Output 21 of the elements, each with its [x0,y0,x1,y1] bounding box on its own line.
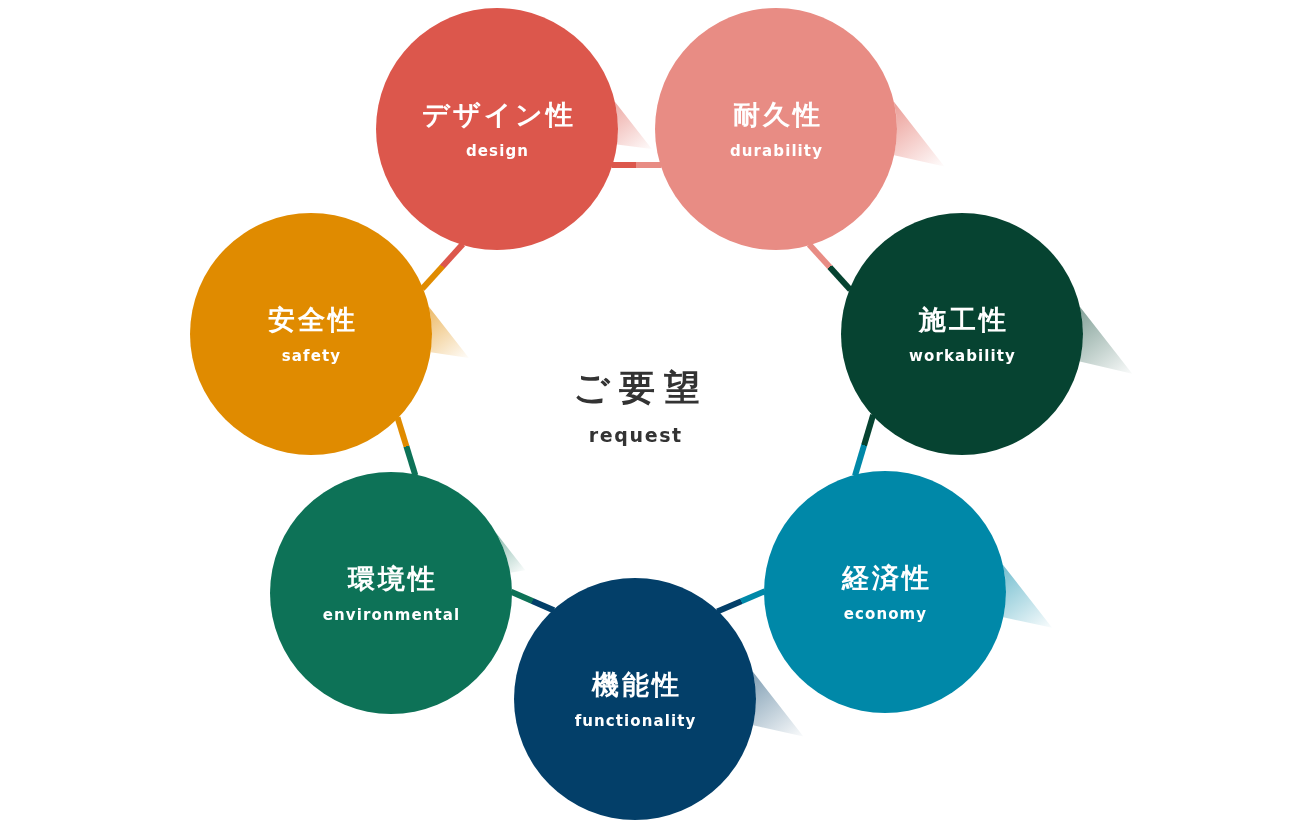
circle-title: 機能性 [590,668,682,702]
circle-title: 耐久性 [731,98,823,132]
connector-line [611,162,662,168]
circle-title: 経済性 [840,561,932,595]
circle-subtitle: safety [280,347,342,365]
center-subtitle: request [587,424,683,446]
circle-subtitle: environmental [321,606,461,624]
circle-title: デザイン性 [420,98,576,132]
center-title: ご要望 [571,365,709,410]
circle-subtitle: design [465,142,529,160]
circle-subtitle: workability [908,347,1016,365]
connector-line [852,414,877,477]
connector-line [806,242,853,292]
connector-line [394,416,419,477]
circle-title: 施工性 [917,303,1009,337]
circle-subtitle: durability [728,142,823,160]
circle-title: 安全性 [266,303,358,337]
connector-line [420,242,465,291]
circle-subtitle: economy [842,605,928,623]
circle-title: 環境性 [346,562,438,596]
circle-subtitle: functionality [573,712,697,730]
